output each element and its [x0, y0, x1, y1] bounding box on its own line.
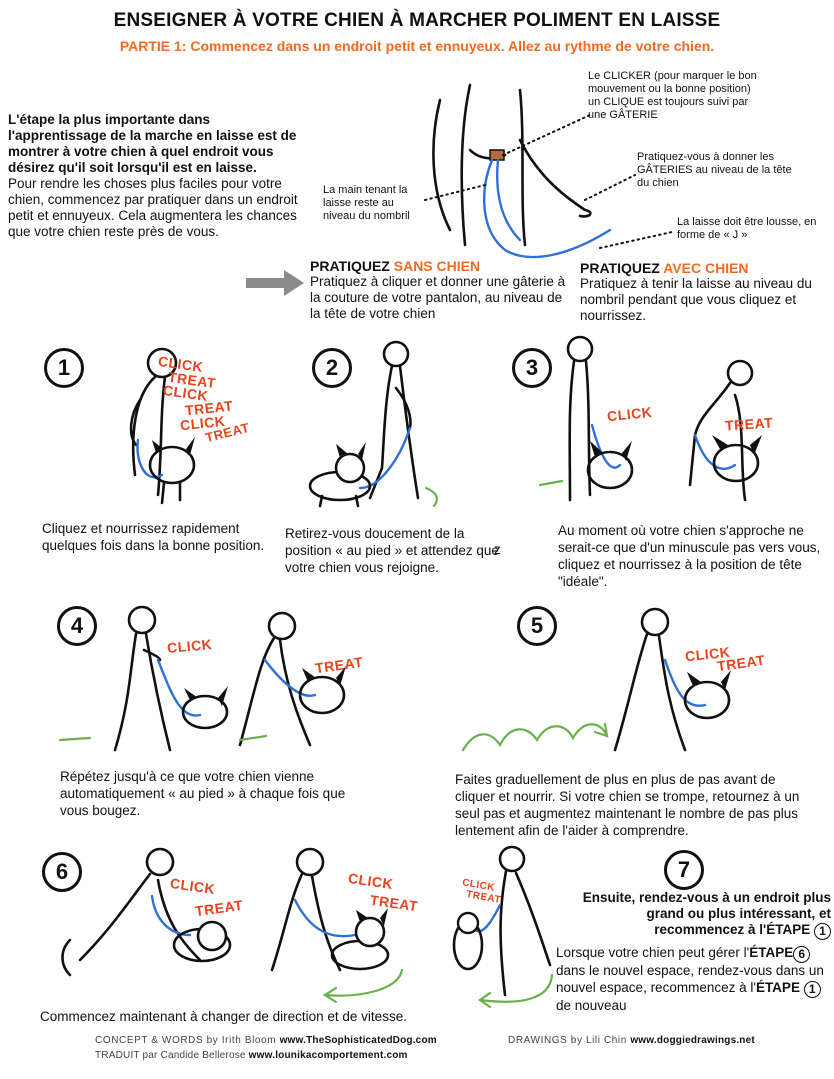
step-5-number: 5 — [517, 606, 557, 646]
annotation-dots — [424, 114, 673, 249]
step-6-number: 6 — [42, 852, 82, 892]
step-1-number: 1 — [44, 348, 84, 388]
note-clicker: Le CLICKER (pour marquer le bon mouvemen… — [588, 70, 757, 121]
step-7-illustration — [452, 845, 554, 1009]
step-3-number: 3 — [512, 348, 552, 388]
step-ref-6: 6 — [793, 946, 811, 963]
step-5-illustration — [461, 607, 731, 752]
step-4-number: 4 — [57, 606, 97, 646]
step-3-treat: TREAT — [724, 414, 774, 434]
step-7-number: 7 — [664, 850, 704, 890]
step-6-caption: Commencez maintenant à changer de direct… — [40, 1009, 407, 1024]
intro-text: L'étape la plus importante dans l'appren… — [8, 112, 298, 240]
step-3-caption: Au moment où votre chien s'approche ne s… — [558, 523, 821, 589]
step-3-illustration — [538, 335, 762, 502]
page-title: ENSEIGNER À VOTRE CHIEN À MARCHER POLIME… — [113, 10, 721, 31]
step-4-caption: Répétez jusqu'à ce que votre chien vienn… — [60, 769, 346, 818]
footer-translated: TRADUIT par Candide Bellerose www.lounik… — [95, 1050, 408, 1061]
hero-illustration — [432, 83, 612, 259]
practice-without-dog: PRATIQUEZ SANS CHIEN Pratiquez à cliquer… — [310, 258, 566, 321]
note-treats: Pratiquez-vous à donner les GÂTERIES au … — [637, 151, 792, 189]
step-2-number: 2 — [312, 348, 352, 388]
step-1-caption: Cliquez et nourrissez rapidement quelque… — [42, 521, 265, 553]
note-leash: La laisse doit être lousse, en forme de … — [677, 216, 817, 241]
footer-drawings: DRAWINGS by Lili Chin www.doggiedrawings… — [508, 1035, 755, 1046]
note-hand: La main tenant la laisse reste au niveau… — [323, 184, 410, 222]
step-5-caption: Faites graduellement de plus en plus de … — [455, 772, 800, 838]
step-4-illustration — [58, 605, 346, 752]
stray-char: z — [494, 542, 501, 557]
step-ref-1b: 1 — [803, 980, 821, 998]
step-6-illustration — [61, 847, 404, 1004]
step-ref-1: 1 — [814, 923, 831, 940]
arrow-right-icon — [246, 270, 304, 296]
step-2-caption: Retirez-vous doucement de la position « … — [285, 526, 499, 575]
intro-bold: L'étape la plus importante dans l'appren… — [8, 112, 297, 175]
intro-body: Pour rendre les choses plus faciles pour… — [8, 176, 298, 239]
step-7-text: Ensuite, rendez-vous à un endroit plus g… — [582, 890, 831, 940]
page-subtitle: PARTIE 1: Commencez dans un endroit peti… — [119, 38, 715, 54]
step-1-illustration — [129, 347, 196, 505]
step-2-illustration — [308, 340, 438, 508]
footer-concept: CONCEPT & WORDS by Irith Bloom www.TheSo… — [95, 1035, 437, 1046]
practice-with-dog: PRATIQUEZ AVEC CHIEN Pratiquez à tenir l… — [580, 260, 812, 323]
